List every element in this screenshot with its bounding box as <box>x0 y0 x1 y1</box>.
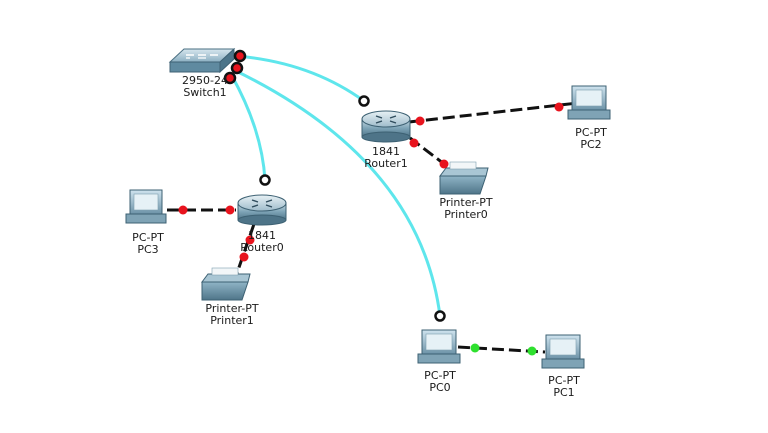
port-status-printer0-router1 <box>439 159 449 169</box>
router0-model: 1841 <box>247 229 276 242</box>
switch1-name: Switch1 <box>183 86 227 99</box>
label-printer1: Printer-PT Printer1 <box>205 303 258 327</box>
port-status-router1-pc2 <box>415 116 425 126</box>
port-status-switch1-router1 <box>233 49 247 63</box>
pc3-icon[interactable] <box>125 189 167 224</box>
cable-router1-pc2[interactable] <box>408 101 579 124</box>
pc0-name: PC0 <box>429 381 451 394</box>
cable-switch1-router0[interactable] <box>230 75 267 181</box>
router0-icon[interactable] <box>237 194 287 226</box>
switch1-model: 2950-24 <box>182 74 228 87</box>
port-status-pc0-switch1 <box>434 310 446 322</box>
printer0-icon[interactable] <box>439 161 489 195</box>
pc2-name: PC2 <box>580 138 602 151</box>
label-pc0: PC-PT PC0 <box>424 370 456 394</box>
label-router0: 1841 Router0 <box>240 230 283 254</box>
router1-name: Router1 <box>364 157 408 170</box>
cable-switch1-pc0[interactable] <box>233 68 442 317</box>
pc1-name: PC1 <box>553 386 575 399</box>
pc1-model: PC-PT <box>548 374 580 387</box>
cable-switch1-router1[interactable] <box>235 54 365 103</box>
router1-icon[interactable] <box>361 110 411 143</box>
printer1-model: Printer-PT <box>205 302 259 315</box>
label-printer0: Printer-PT Printer0 <box>439 197 492 221</box>
cable-router0-printer1[interactable] <box>234 223 256 277</box>
switch1-icon[interactable] <box>168 47 236 74</box>
port-status-pc2-router1 <box>554 102 564 112</box>
pc3-model: PC-PT <box>132 231 164 244</box>
printer0-model: Printer-PT <box>439 196 493 209</box>
label-pc1: PC-PT PC1 <box>548 375 580 399</box>
port-status-router0-pc3 <box>225 205 235 215</box>
printer1-icon[interactable] <box>201 267 251 301</box>
port-status-router1-printer0 <box>409 138 419 148</box>
pc2-model: PC-PT <box>575 126 607 139</box>
printer0-name: Printer0 <box>444 208 488 221</box>
port-status-pc1-pc0 <box>527 346 537 356</box>
port-status-router1-switch1 <box>358 95 370 107</box>
pc2-icon[interactable] <box>567 85 611 120</box>
port-indicators <box>178 49 564 356</box>
port-status-pc0-pc1 <box>470 343 480 353</box>
label-pc2: PC-PT PC2 <box>575 127 607 151</box>
port-status-router0-printer1 <box>245 235 255 245</box>
printer1-name: Printer1 <box>210 314 254 327</box>
label-switch1: 2950-24 Switch1 <box>182 75 228 99</box>
pc0-model: PC-PT <box>424 369 456 382</box>
pc1-icon[interactable] <box>541 334 585 369</box>
label-router1: 1841 Router1 <box>364 146 407 170</box>
port-status-router0-switch1 <box>259 174 271 186</box>
router0-name: Router0 <box>240 241 284 254</box>
pc3-name: PC3 <box>137 243 159 256</box>
label-pc3: PC-PT PC3 <box>132 232 164 256</box>
router1-model: 1841 <box>371 145 400 158</box>
pc0-icon[interactable] <box>417 329 461 364</box>
port-status-pc3-router0 <box>178 205 188 215</box>
port-status-switch1-router0 <box>223 71 237 85</box>
port-status-switch1-pc0 <box>230 61 244 75</box>
port-status-printer1-router0 <box>239 252 249 262</box>
